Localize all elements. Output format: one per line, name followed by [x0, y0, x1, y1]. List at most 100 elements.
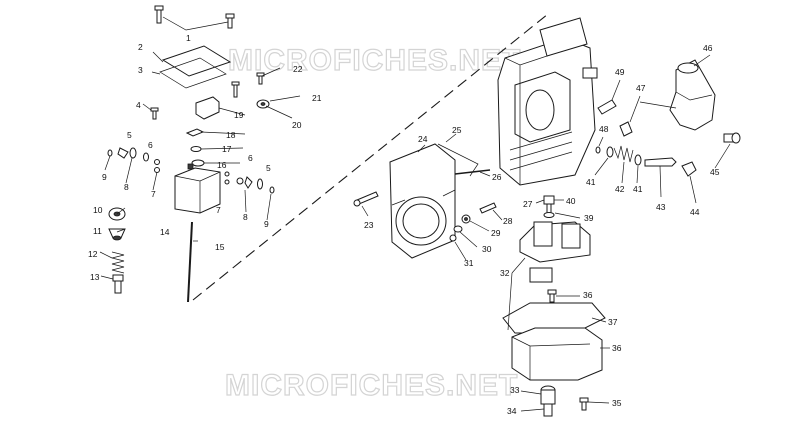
callout-6b: 6 — [248, 153, 253, 163]
callout-31: 31 — [464, 258, 474, 268]
part-49 — [597, 99, 617, 115]
part-washer — [108, 228, 126, 241]
leader-lines — [99, 51, 731, 412]
callout-26: 26 — [492, 172, 502, 182]
callout-15: 15 — [215, 242, 225, 252]
callout-labels: 1 2 3 4 5 5 6 6 7 7 8 8 9 9 10 11 12 13 … — [88, 33, 720, 416]
part-ring-17 — [190, 146, 202, 152]
callout-11: 11 — [93, 226, 102, 236]
callout-30: 30 — [482, 244, 492, 254]
callout-36a: 36 — [612, 343, 622, 353]
callout-43: 43 — [656, 202, 666, 212]
callout-42: 42 — [615, 184, 625, 194]
part-carburetor-body — [497, 17, 598, 186]
part-screws-middle — [231, 72, 270, 109]
callout-8b: 8 — [243, 212, 248, 222]
callout-46: 46 — [703, 43, 713, 53]
part-ring-16 — [191, 159, 205, 167]
callout-32: 32 — [500, 268, 510, 278]
callout-48: 48 — [599, 124, 609, 134]
part-small-center — [449, 202, 497, 242]
part-pins-right — [224, 171, 275, 194]
part-throttle-lever — [669, 59, 716, 131]
callout-28: 28 — [503, 216, 513, 226]
callout-16: 16 — [217, 160, 227, 170]
callout-7b: 7 — [216, 205, 221, 215]
callout-5a: 5 — [127, 130, 132, 140]
part-intake-flange — [389, 143, 456, 259]
part-cable — [639, 101, 677, 109]
part-drain-plug — [540, 385, 556, 417]
callout-23: 23 — [364, 220, 374, 230]
callout-41b: 41 — [633, 184, 643, 194]
part-clip-44 — [681, 161, 697, 177]
part-bracket — [195, 96, 220, 120]
callout-34: 34 — [507, 406, 517, 416]
callout-1: 1 — [186, 33, 191, 43]
part-cover-plate — [161, 45, 232, 77]
callout-9a: 9 — [102, 172, 107, 182]
callout-45: 45 — [710, 167, 720, 177]
callout-17: 17 — [222, 144, 232, 154]
callout-37: 37 — [608, 317, 618, 327]
part-cap-47 — [619, 121, 633, 137]
part-48 — [595, 146, 601, 154]
part-screw-35 — [579, 397, 589, 411]
callout-49: 49 — [615, 67, 625, 77]
callout-35: 35 — [612, 398, 622, 408]
watermark-bottom: MICROFICHES.NET — [225, 369, 518, 402]
callout-9b: 9 — [264, 219, 269, 229]
part-gasket — [159, 57, 227, 89]
callout-12: 12 — [88, 249, 98, 259]
callout-8a: 8 — [124, 182, 129, 192]
callout-29: 29 — [491, 228, 501, 238]
part-pins-left — [107, 147, 160, 173]
callout-39: 39 — [584, 213, 594, 223]
part-float-bowl — [511, 327, 603, 381]
callout-27: 27 — [523, 199, 533, 209]
part-connector — [543, 195, 555, 218]
callout-20: 20 — [292, 120, 302, 130]
part-small-screw — [150, 107, 159, 120]
part-screw-45 — [723, 132, 741, 144]
callout-18: 18 — [226, 130, 236, 140]
callout-7a: 7 — [151, 189, 156, 199]
assembly-guide-line — [192, 13, 549, 301]
callout-44: 44 — [690, 207, 700, 217]
callout-33: 33 — [510, 385, 520, 395]
callout-36b: 36 — [583, 290, 593, 300]
part-clip — [185, 128, 205, 137]
callout-2: 2 — [138, 42, 143, 52]
callout-40: 40 — [566, 196, 576, 206]
callout-25: 25 — [452, 125, 462, 135]
part-screws-top — [154, 5, 235, 31]
part-needle-43 — [644, 157, 677, 167]
part-jet — [112, 274, 124, 294]
callout-3: 3 — [138, 65, 143, 75]
callout-5b: 5 — [266, 163, 271, 173]
part-rod-26 — [454, 169, 491, 175]
part-screw-38 — [547, 289, 557, 303]
callout-24: 24 — [418, 134, 428, 144]
part-spring-42 — [613, 145, 634, 163]
callout-10: 10 — [93, 205, 103, 215]
part-spring — [111, 251, 125, 274]
callout-22: 22 — [293, 64, 303, 74]
callout-19: 19 — [234, 110, 244, 120]
part-washer-41b — [634, 154, 642, 166]
part-pump-assembly — [519, 221, 591, 283]
part-rod — [187, 221, 193, 303]
watermark-top: MICROFICHES.NET — [228, 44, 521, 77]
callout-4: 4 — [136, 100, 141, 110]
callout-41a: 41 — [586, 177, 596, 187]
part-float-bowl-gasket — [502, 302, 606, 334]
callout-47: 47 — [636, 83, 646, 93]
part-washer-41a — [606, 146, 614, 158]
callout-21: 21 — [312, 93, 322, 103]
part-bolt-23 — [353, 191, 379, 207]
callout-14: 14 — [160, 227, 170, 237]
part-float — [174, 163, 221, 214]
callout-13: 13 — [90, 272, 100, 282]
